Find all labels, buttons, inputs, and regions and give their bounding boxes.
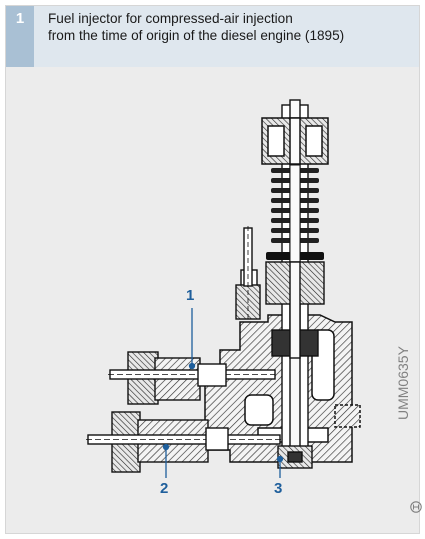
upper-horizontal-injector xyxy=(108,351,276,405)
callout-3: 3 xyxy=(274,480,283,497)
packing-gland xyxy=(265,261,325,359)
leader-lines xyxy=(162,308,284,478)
lower-horizontal-injector xyxy=(86,411,282,473)
figure-number: 1 xyxy=(15,10,25,27)
figure-header: 1 Fuel injector for compressed-air injec… xyxy=(6,6,419,67)
figure-caption: Fuel injector for compressed-air injecti… xyxy=(48,10,344,44)
caption-line-2: from the time of origin of the diesel en… xyxy=(48,28,345,43)
figure-number-box: 1 xyxy=(6,6,34,67)
top-nut xyxy=(261,117,329,165)
top-left-fitting xyxy=(235,226,261,320)
nozzle-tip xyxy=(277,445,313,469)
callout-1: 1 xyxy=(186,287,195,304)
spring xyxy=(266,164,324,266)
caption-line-1: Fuel injector for compressed-air injecti… xyxy=(48,11,293,26)
image-code: UMM0635Y xyxy=(395,346,411,420)
callout-2: 2 xyxy=(160,480,169,497)
bosch-logo-icon xyxy=(410,501,422,513)
